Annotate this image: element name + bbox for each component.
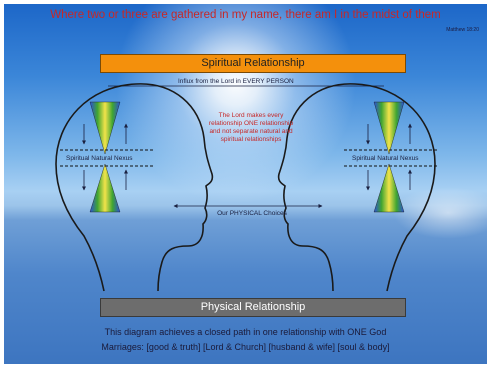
slide: Where two or three are gathered in my na… — [4, 4, 487, 364]
scripture-citation: Matthew 18:20 — [446, 27, 479, 33]
slide-title: Where two or three are gathered in my na… — [50, 9, 441, 21]
right-upper-cone — [373, 101, 405, 155]
left-nexus-label: Spiritual Natural Nexus — [66, 155, 133, 162]
physical-relationship-bar: Physical Relationship — [100, 298, 406, 317]
footer-line-2: Marriages: [good & truth] [Lord & Church… — [101, 342, 390, 352]
right-head-outline — [277, 83, 436, 292]
right-lower-cone — [373, 163, 405, 213]
left-lower-cone — [89, 163, 121, 213]
diagram-graphics — [55, 83, 438, 292]
physical-choices-label: Our PHYSICAL Choices — [217, 210, 287, 217]
influx-label: Influx from the Lord in EVERY PERSON — [178, 78, 294, 85]
left-upper-cone — [89, 101, 121, 155]
left-head-outline — [55, 83, 214, 292]
right-nexus-label: Spiritual Natural Nexus — [352, 155, 419, 162]
spiritual-relationship-bar: Spiritual Relationship — [100, 54, 406, 73]
footer-line-1: This diagram achieves a closed path in o… — [104, 327, 387, 337]
lord-note: The Lord makes every relationship ONE re… — [208, 112, 294, 143]
